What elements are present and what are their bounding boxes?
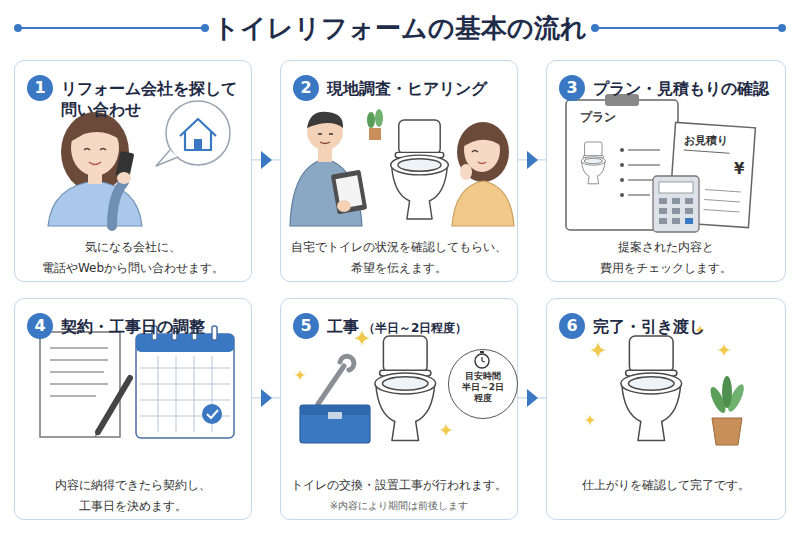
step-duration: （半日～2日程度）: [363, 321, 467, 335]
step-heading-wrap: 工事 （半日～2日程度）: [327, 316, 509, 339]
flow-arrow: [518, 151, 546, 169]
step-description: 内容に納得できたら契約し、 工事日を決めます。: [21, 475, 245, 517]
step-heading: 完了・引き渡し: [593, 317, 705, 336]
step-card: 完了・引き渡し仕上がりを確認して完了です。 6: [546, 298, 786, 520]
arrow-head: [527, 151, 538, 169]
badge-text-wrap: 目安時間 半日～2日 程度: [449, 371, 517, 405]
step-card: プラン・見積もりの確認提案された内容と 費用をチェックします。 3: [546, 60, 786, 282]
illustration-label: ¥: [734, 160, 744, 178]
flow-arrow: [252, 151, 280, 169]
site-survey-illustration: [290, 109, 514, 226]
illustration-label: プラン: [580, 110, 616, 124]
arrow-head: [261, 151, 272, 169]
flow-arrow: [252, 389, 280, 407]
step-number: 2: [293, 75, 319, 101]
time-badge: 目安時間 半日～2日 程度: [448, 349, 518, 419]
contract-calendar-illustration: [40, 326, 234, 438]
step-description-wrap: 自宅でトイレの状況を確認してもらい、 希望を伝えます。: [287, 237, 511, 279]
step-heading-wrap: 契約・工事日の調整: [61, 316, 243, 337]
arrow-head: [527, 389, 538, 407]
step-number: 5: [293, 313, 319, 339]
step-number: 1: [27, 75, 53, 101]
step-description: 仕上がりを確認して完了です。: [553, 475, 779, 496]
step-heading-wrap: 完了・引き渡し: [593, 316, 777, 337]
step-number: 4: [27, 313, 53, 339]
flow-arrow: [518, 389, 546, 407]
step-description: 気になる会社に、 電話やWebから問い合わせます。: [21, 237, 245, 279]
diagram-title: トイレリフォームの基本の流れ: [0, 10, 800, 46]
step-heading: 契約・工事日の調整: [61, 317, 205, 336]
step-description-wrap: 気になる会社に、 電話やWebから問い合わせます。: [21, 237, 245, 279]
step-heading: 工事: [327, 317, 359, 336]
step-card: 工事 （半日～2日程度） トイレの交換・設置工事が行われます。 ※内容により期間は前後…: [280, 298, 518, 520]
step-number: 6: [559, 313, 585, 339]
step-heading-wrap: プラン・見積もりの確認: [593, 78, 777, 99]
step-description-wrap: 内容に納得できたら契約し、 工事日を決めます。: [21, 475, 245, 517]
illustration-label: お見積り: [684, 134, 728, 147]
step-card: 現地調査・ヒアリング自宅でトイレの状況を確認してもらい、 希望を伝えます。 2: [280, 60, 518, 282]
step-description: 自宅でトイレの状況を確認してもらい、 希望を伝えます。: [287, 237, 511, 279]
step-heading: 現地調査・ヒアリング: [327, 79, 487, 98]
step-number: 3: [559, 75, 585, 101]
step-description: トイレの交換・設置工事が行われます。: [287, 475, 511, 496]
step-description-wrap: 提案された内容と 費用をチェックします。: [553, 237, 779, 279]
step-description-wrap: トイレの交換・設置工事が行われます。 ※内容により期間は前後します: [287, 475, 511, 512]
woman-phone-illustration: [48, 101, 230, 226]
completion-illustration: [584, 325, 746, 445]
arrow-head: [261, 389, 272, 407]
step-description: 提案された内容と 費用をチェックします。: [553, 237, 779, 279]
step-card: 契約・工事日の調整内容に納得できたら契約し、 工事日を決めます。 4: [14, 298, 252, 520]
construction-illustration: [294, 330, 489, 443]
step-description-wrap: 仕上がりを確認して完了です。: [553, 475, 779, 496]
step-card: リフォーム会社を探して 問い合わせ気になる会社に、 電話やWebから問い合わせま…: [14, 60, 252, 282]
step-heading: プラン・見積もりの確認: [593, 79, 769, 98]
step-heading-wrap: リフォーム会社を探して 問い合わせ: [61, 78, 243, 120]
badge-text: 目安時間 半日～2日 程度: [458, 371, 508, 404]
plan-estimate-illustration: [566, 94, 755, 232]
step-heading: リフォーム会社を探して 問い合わせ: [61, 79, 237, 119]
step-note: ※内容により期間は前後します: [287, 499, 511, 512]
step-heading-wrap: 現地調査・ヒアリング: [327, 78, 509, 99]
